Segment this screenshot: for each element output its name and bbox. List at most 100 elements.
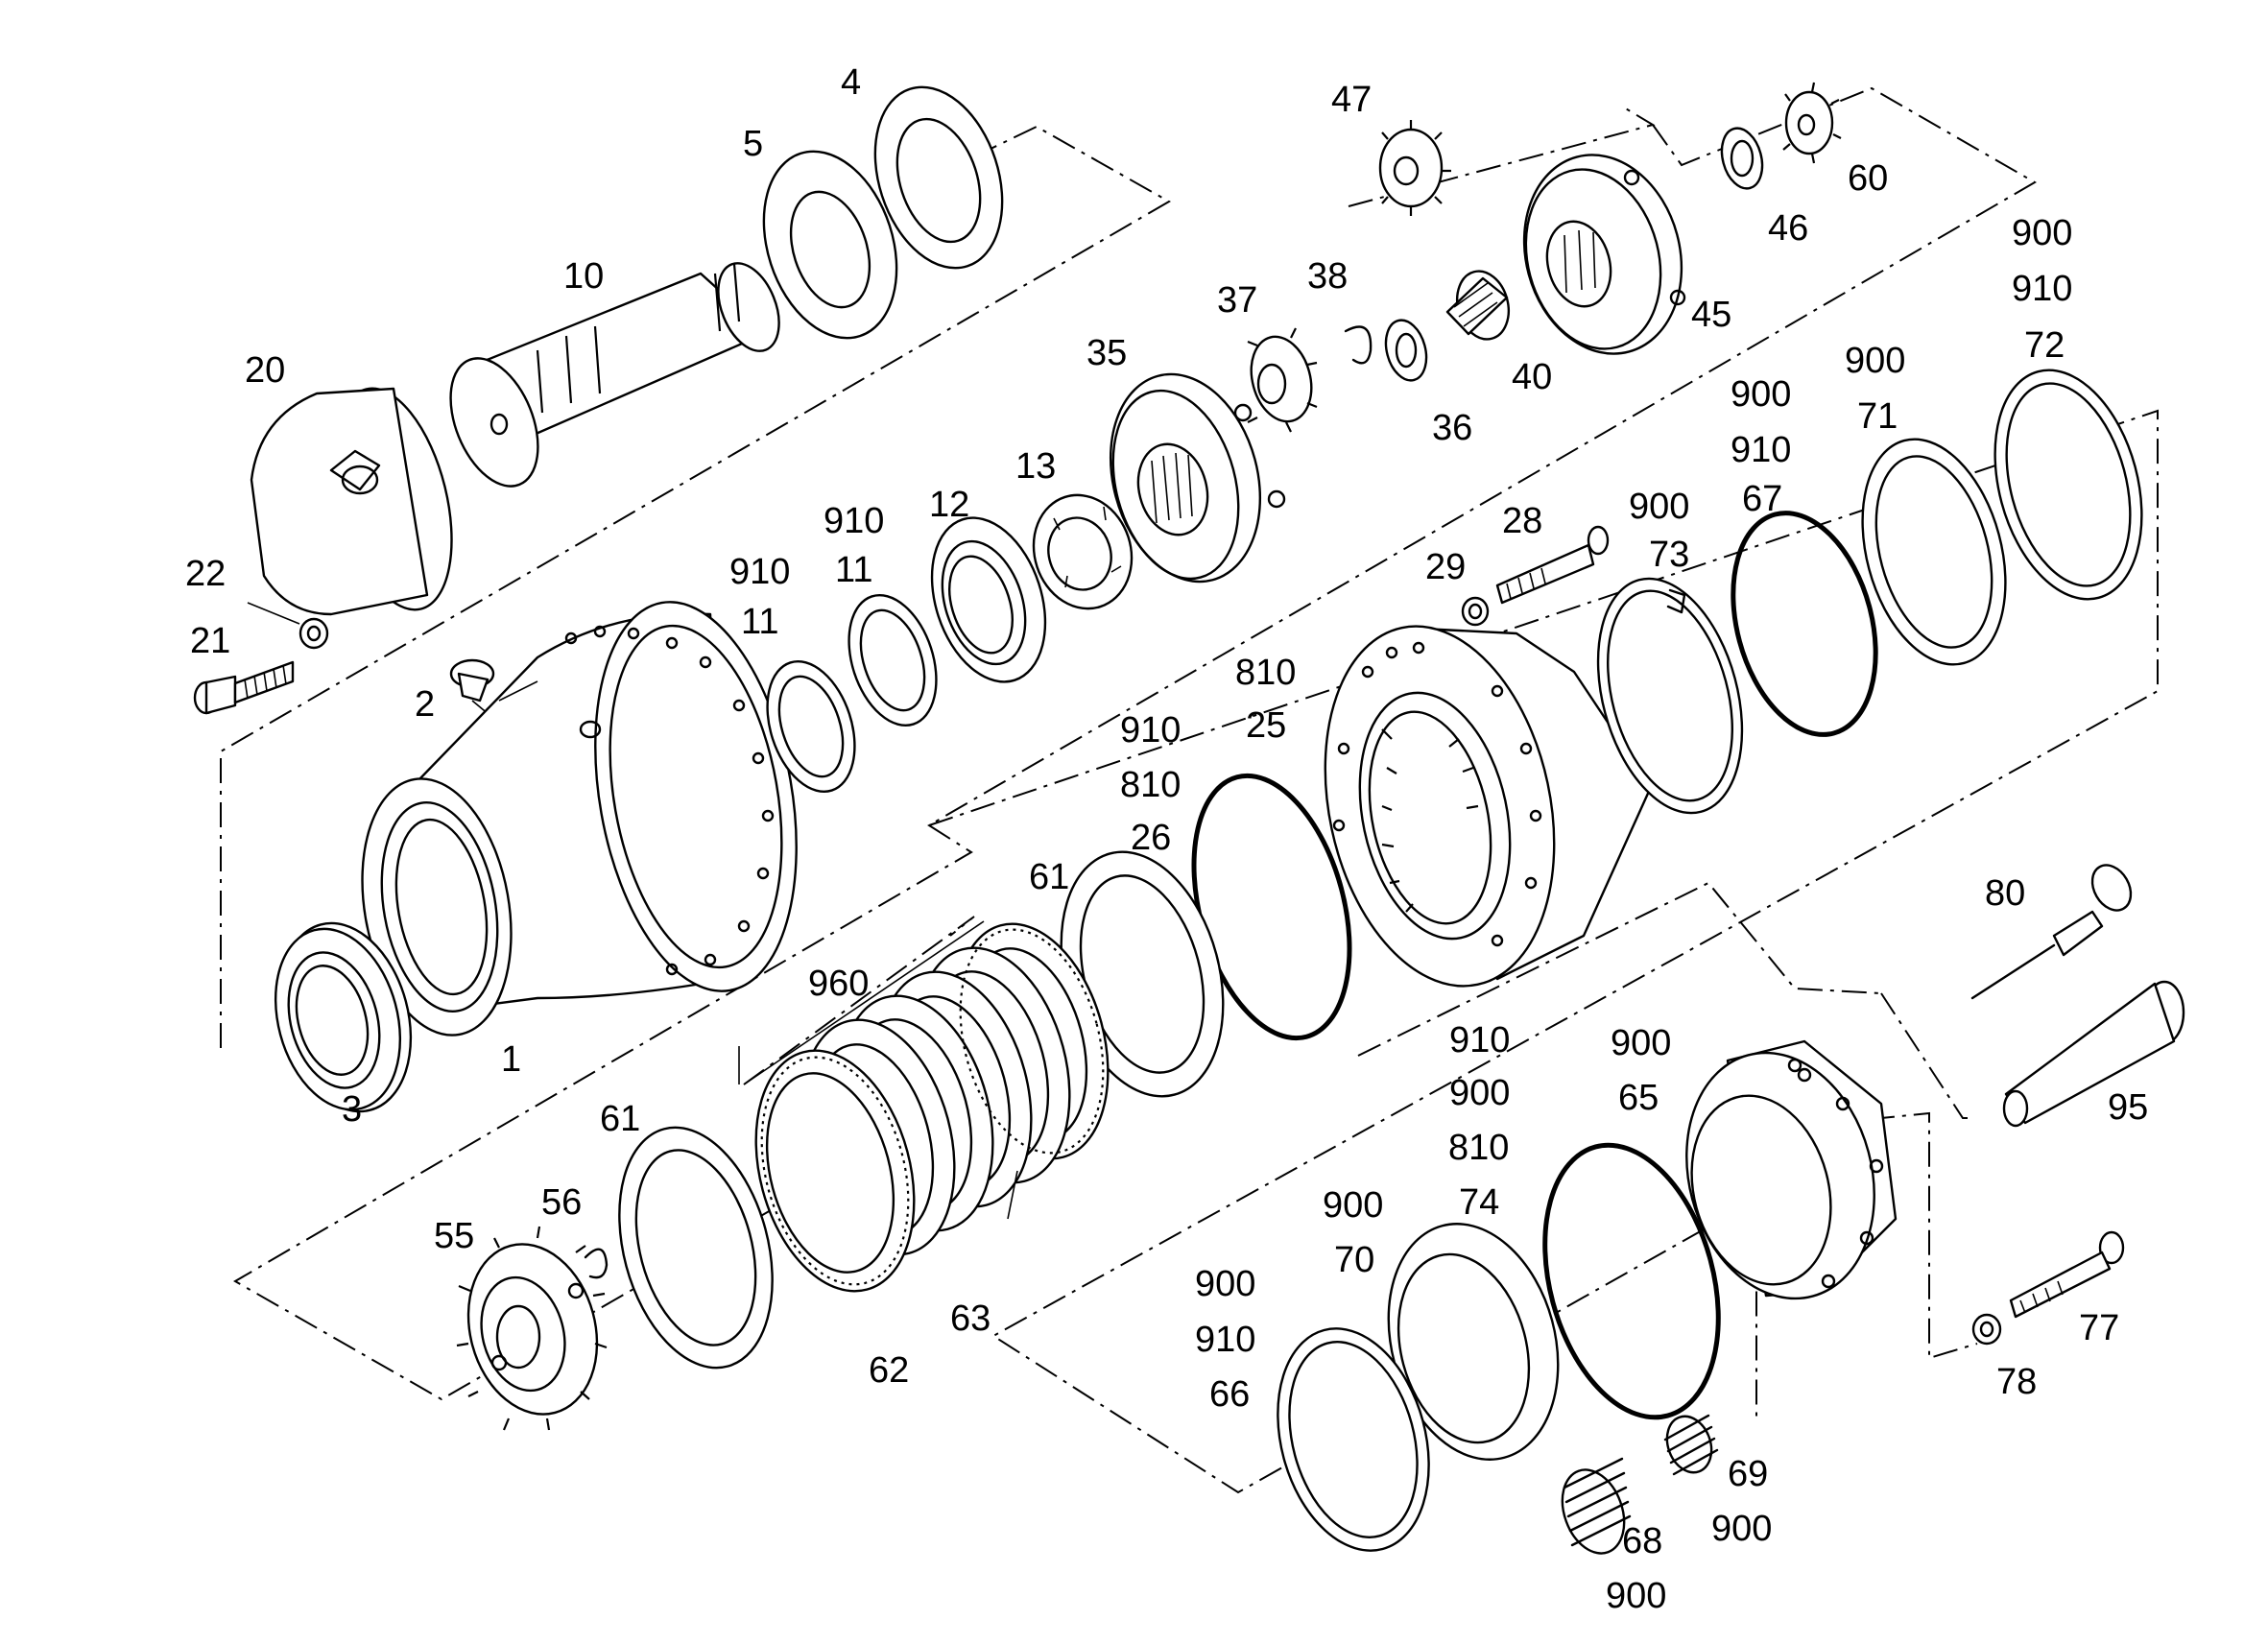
part-60-gear [1782, 82, 1842, 164]
callout-73: 73 [1649, 535, 1689, 575]
part-2-plug [449, 658, 495, 716]
callout-910-b: 910 [1731, 430, 1791, 470]
callout-55: 55 [434, 1216, 474, 1256]
leader-lines [247, 602, 1018, 1220]
callout-71: 71 [1857, 396, 1898, 437]
callout-72: 72 [2024, 325, 2065, 366]
callout-910-f: 910 [1449, 1020, 1510, 1060]
callout-900-d: 900 [1629, 487, 1689, 527]
part-37-planet-gear [1247, 327, 1318, 433]
callout-45: 45 [1691, 295, 1731, 335]
callout-810-b: 810 [1120, 765, 1181, 805]
callout-900-e: 900 [1611, 1023, 1671, 1063]
callout-12: 12 [929, 485, 969, 525]
callout-11b: 11 [835, 550, 872, 590]
part-73-snap-ring [1596, 577, 1744, 815]
callout-11a: 11 [741, 602, 778, 642]
callout-46: 46 [1768, 208, 1808, 249]
callout-70: 70 [1334, 1240, 1374, 1280]
callout-63: 63 [950, 1299, 991, 1339]
callout-910-e: 910 [1120, 710, 1181, 751]
callout-68: 68 [1622, 1521, 1662, 1561]
part-74-o-ring [1542, 1142, 1721, 1420]
part-67-o-ring [1731, 511, 1878, 737]
part-29-washer [1461, 596, 1490, 627]
part-65-housing [1685, 1039, 1898, 1300]
callout-3: 3 [342, 1089, 362, 1130]
part-22-washer [298, 617, 329, 650]
callout-900-g: 900 [1323, 1185, 1383, 1226]
callout-36: 36 [1432, 408, 1472, 448]
callout-21: 21 [190, 621, 230, 661]
callout-4: 4 [841, 62, 861, 103]
callout-78: 78 [1996, 1362, 2037, 1402]
callout-35: 35 [1086, 333, 1127, 373]
part-55-gear [456, 1226, 608, 1431]
callout-900-c: 900 [1731, 374, 1791, 415]
part-960-disc-pack [754, 922, 1110, 1293]
callout-2: 2 [415, 684, 435, 725]
part-10-shaft [449, 262, 780, 488]
callout-47: 47 [1331, 80, 1372, 120]
part-20-cover [250, 387, 453, 616]
callout-5: 5 [743, 124, 763, 164]
part-71-ring [1861, 438, 2007, 666]
part-61-ring-lower [618, 1126, 774, 1370]
callout-900-h: 900 [1195, 1264, 1255, 1304]
callout-80: 80 [1985, 873, 2025, 914]
callout-900-f: 900 [1449, 1073, 1510, 1113]
callout-26: 26 [1131, 818, 1171, 858]
part-13-nut [1032, 493, 1134, 610]
part-3-bearing [274, 921, 413, 1113]
callout-1: 1 [501, 1039, 521, 1080]
callout-95: 95 [2108, 1087, 2148, 1128]
callout-66: 66 [1209, 1374, 1250, 1415]
callout-37: 37 [1217, 280, 1257, 321]
callout-60: 60 [1848, 158, 1888, 199]
callout-910-a: 910 [2012, 269, 2072, 309]
callout-56: 56 [541, 1182, 582, 1223]
callout-810-a: 810 [1235, 653, 1296, 693]
part-11-ring-b [848, 593, 938, 727]
part-12-bearing [930, 516, 1047, 683]
callout-900-a: 900 [2012, 213, 2072, 253]
callout-65: 65 [1618, 1078, 1659, 1118]
part-69-spring [1663, 1414, 1719, 1476]
part-78-washer [1971, 1313, 2002, 1346]
callout-910-d: 910 [729, 552, 790, 592]
callout-74: 74 [1459, 1182, 1499, 1223]
part-4-seal [873, 85, 1004, 270]
callout-960: 960 [808, 964, 869, 1004]
part-5-seal [762, 150, 898, 340]
part-95-valve [2002, 980, 2185, 1128]
callout-22: 22 [185, 554, 226, 594]
part-40-gear [1445, 270, 1510, 341]
callout-910-c: 910 [824, 501, 884, 541]
callout-900-b: 900 [1845, 341, 1905, 381]
part-68-spring [1561, 1457, 1632, 1555]
callout-28: 28 [1502, 501, 1542, 541]
part-21-screw [193, 660, 295, 715]
callout-29: 29 [1425, 547, 1466, 587]
part-11-ring-a [766, 659, 856, 794]
part-36-washer [1384, 319, 1428, 382]
callout-20: 20 [245, 350, 285, 391]
callout-38: 38 [1307, 256, 1348, 297]
assembly-guide-lines [220, 86, 2159, 1494]
part-46-washer [1720, 127, 1764, 190]
callout-810-c: 810 [1448, 1128, 1509, 1168]
callout-labels: 1 2 3 4 5 10 11 11 12 13 20 21 22 25 26 … [185, 62, 2148, 1616]
callout-62: 62 [869, 1350, 909, 1391]
part-1-housing [361, 601, 798, 1036]
part-25-ring-gear-hub [1324, 625, 1653, 988]
callout-910-g: 910 [1195, 1320, 1255, 1360]
callout-40: 40 [1512, 357, 1552, 397]
callout-25: 25 [1246, 705, 1286, 746]
part-45-carrier [1522, 154, 1686, 355]
part-47-planet-gear [1378, 120, 1451, 216]
callout-77: 77 [2079, 1308, 2119, 1348]
part-28-screw [1495, 525, 1610, 605]
part-72-ring [1993, 369, 2143, 601]
callout-900-i: 900 [1711, 1509, 1772, 1549]
